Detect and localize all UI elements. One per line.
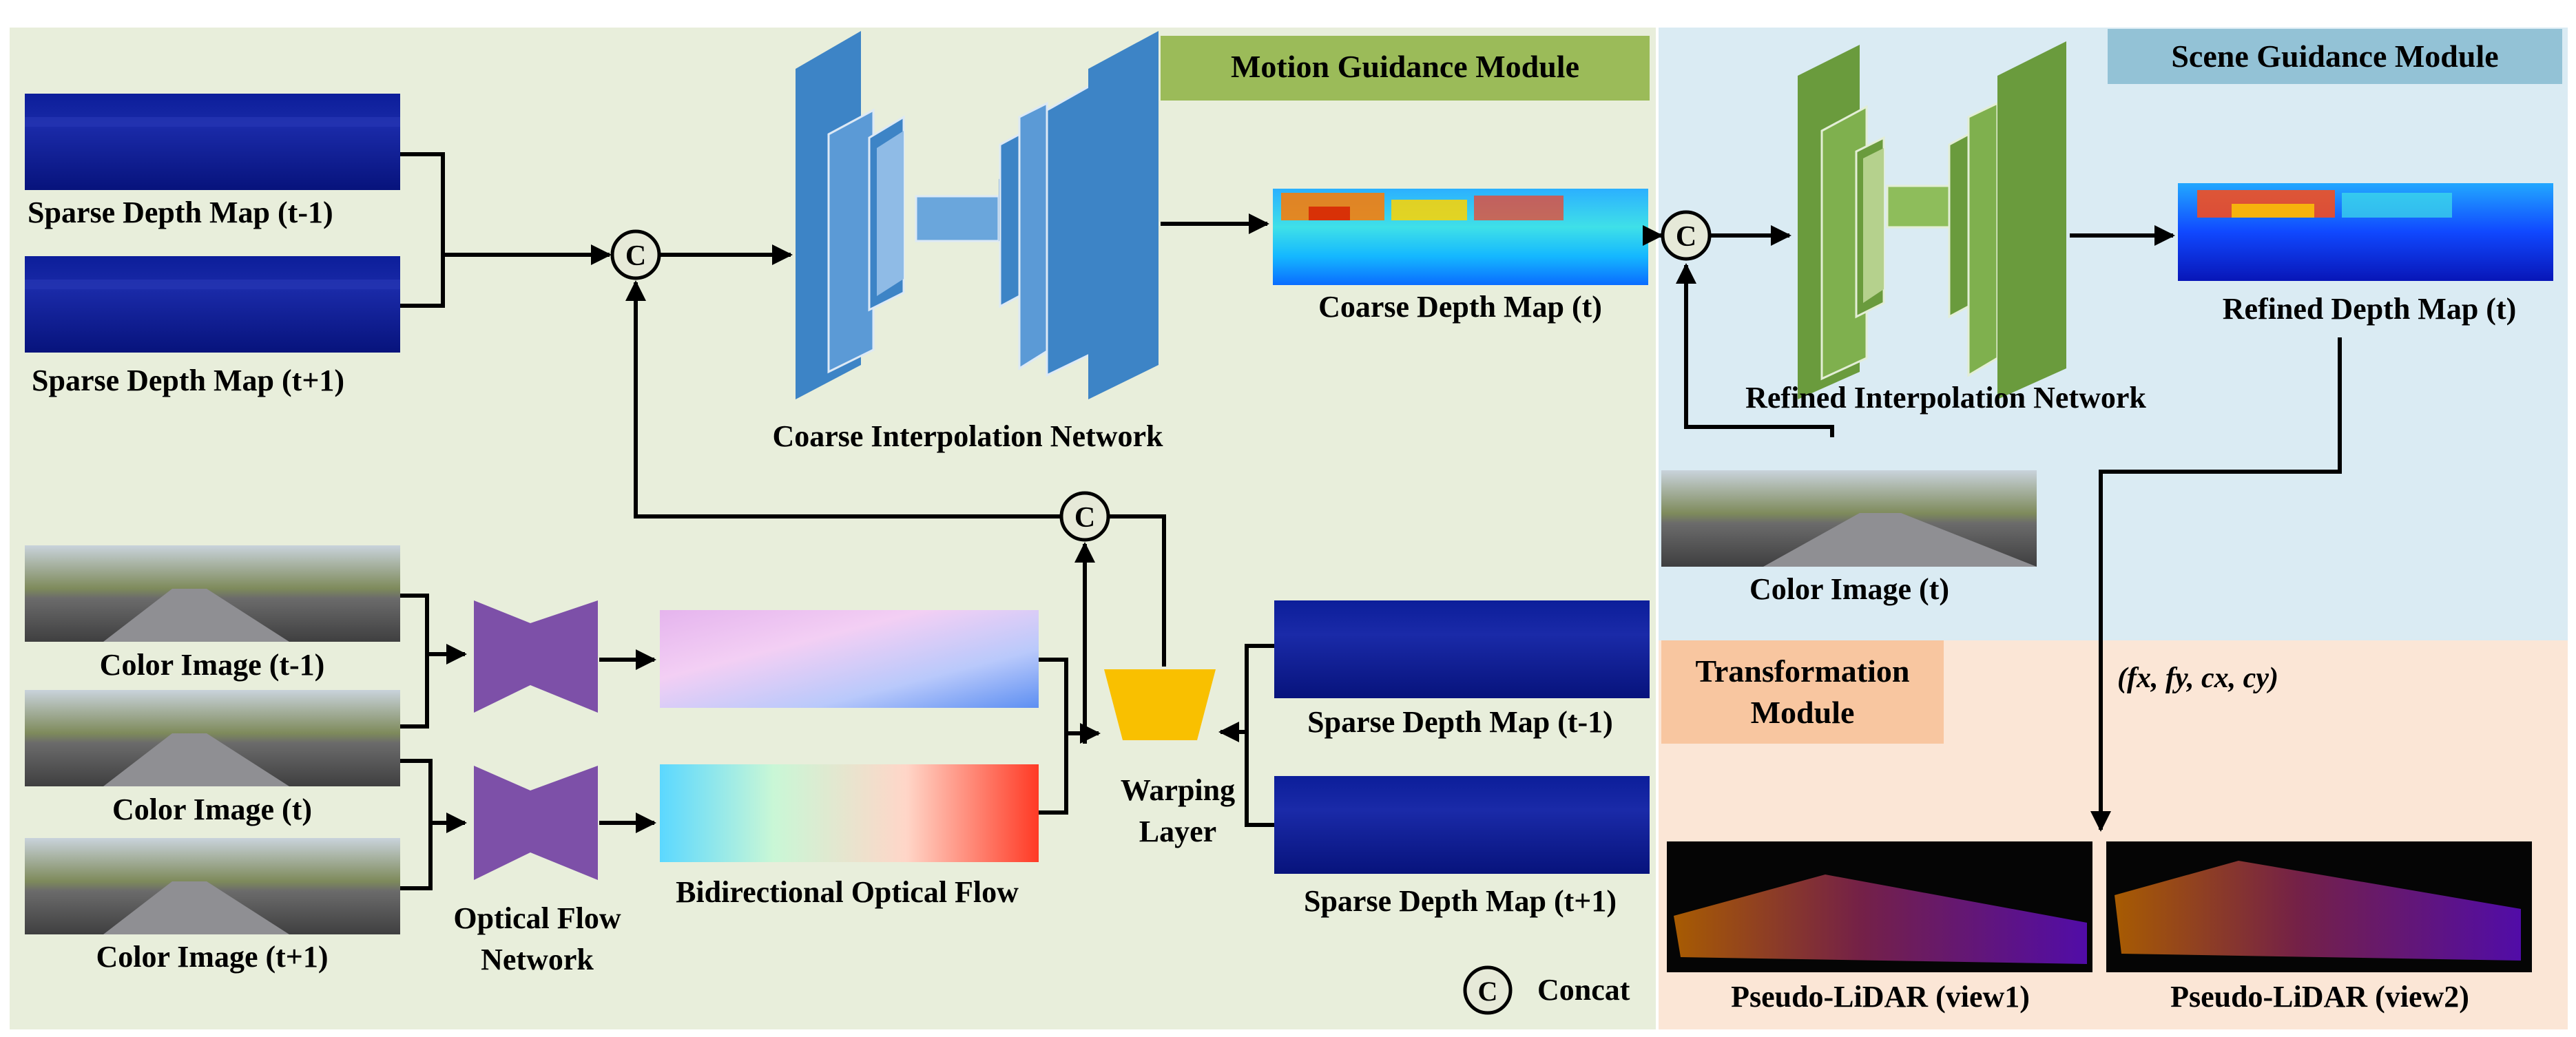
sparse-right-t-1-label: Sparse Depth Map (t-1): [1307, 705, 1613, 739]
bidirectional-flow-b-image: [660, 764, 1039, 862]
sparse-bracket: [400, 152, 445, 308]
bidirectional-flow-a-image: [660, 610, 1039, 708]
refined-depth-map-image: [2178, 183, 2553, 281]
sparse-right-t+1-label: Sparse Depth Map (t+1): [1304, 884, 1617, 918]
concat-node-3-symbol: C: [1074, 502, 1095, 534]
sparse-depth-label-t+1: Sparse Depth Map (t+1): [32, 364, 344, 397]
concat-legend-label: Concat: [1537, 973, 1630, 1007]
color-image-right-image: [1661, 470, 2037, 567]
color-image-t-image: [25, 690, 400, 786]
coarse-depth-map-image: [1273, 189, 1648, 285]
warping-label-line1: Warping: [1121, 773, 1235, 807]
coarse-depth-label: Coarse Depth Map (t): [1318, 290, 1602, 324]
sparse-depth-map-t-1-image: [25, 94, 400, 190]
optical-flow-network-1-icon: [474, 600, 598, 713]
bracket-flow-to-warp: [1039, 658, 1068, 815]
transform-module-badge: [1661, 640, 1944, 744]
transform-module-title-line1: Transformation: [1696, 653, 1910, 689]
color-image-t-label: Color Image (t): [112, 793, 312, 826]
bidirectional-flow-label: Bidirectional Optical Flow: [676, 875, 1019, 909]
optical-flow-label-line1: Optical Flow: [453, 901, 621, 935]
pseudo-lidar-view1-label: Pseudo-LiDAR (view1): [1731, 980, 2030, 1014]
sparse-right-t+1-image: [1274, 776, 1650, 874]
sparse-right-t-1-image: [1274, 600, 1650, 698]
coarse-net-label: Coarse Interpolation Network: [772, 419, 1163, 453]
pseudo-lidar-view1-image: [1667, 841, 2092, 972]
motion-module-badge: [1161, 36, 1650, 101]
color-image-t+1-label: Color Image (t+1): [96, 940, 328, 974]
pseudo-lidar-view2-label: Pseudo-LiDAR (view2): [2170, 980, 2469, 1014]
warping-layer-icon: [1104, 669, 1216, 740]
concat-legend-symbol: C: [1478, 976, 1498, 1007]
optical-flow-network-2-icon: [474, 766, 598, 880]
optical-flow-label-line2: Network: [481, 943, 594, 976]
sparse-depth-map-t+1-image: [25, 256, 400, 353]
intrinsics-label: (fx, fy, cx, cy): [2117, 662, 2278, 694]
color-image-right-label: Color Image (t): [1749, 572, 1949, 606]
scene-module-title: Scene Guidance Module: [2171, 39, 2498, 74]
bracket-sparse-right: [1245, 644, 1274, 827]
sparse-depth-label-t-1: Sparse Depth Map (t-1): [28, 196, 333, 229]
arrow-to-pseudo-lidar: [2090, 337, 2342, 832]
transform-module-title-line2: Module: [1751, 695, 1855, 730]
bracket-flow-net-1: [400, 594, 429, 729]
arrow-concat3-to-concat1: [625, 280, 1061, 518]
motion-module-title: Motion Guidance Module: [1231, 49, 1579, 84]
concat-node-2-symbol: C: [1676, 221, 1696, 253]
arrow-color-to-concat2: [1676, 263, 1834, 437]
color-image-t+1-image: [25, 838, 400, 934]
color-image-t-1-image: [25, 545, 400, 642]
line-warp-to-concat3: [1108, 514, 1166, 667]
refined-depth-label: Refined Depth Map (t): [2223, 292, 2517, 326]
refined-interpolation-network-icon: [1798, 41, 2066, 399]
concat-legend-icon: [1463, 965, 1513, 1015]
refined-net-label: Refined Interpolation Network: [1745, 381, 2146, 415]
color-image-t-1-label: Color Image (t-1): [100, 648, 325, 682]
concat-node-1-symbol: C: [625, 240, 646, 272]
pseudo-lidar-view2-image: [2106, 841, 2532, 972]
warping-label-line2: Layer: [1139, 815, 1216, 848]
scene-module-badge: [2108, 29, 2562, 84]
coarse-interpolation-network-icon: [796, 31, 1159, 399]
